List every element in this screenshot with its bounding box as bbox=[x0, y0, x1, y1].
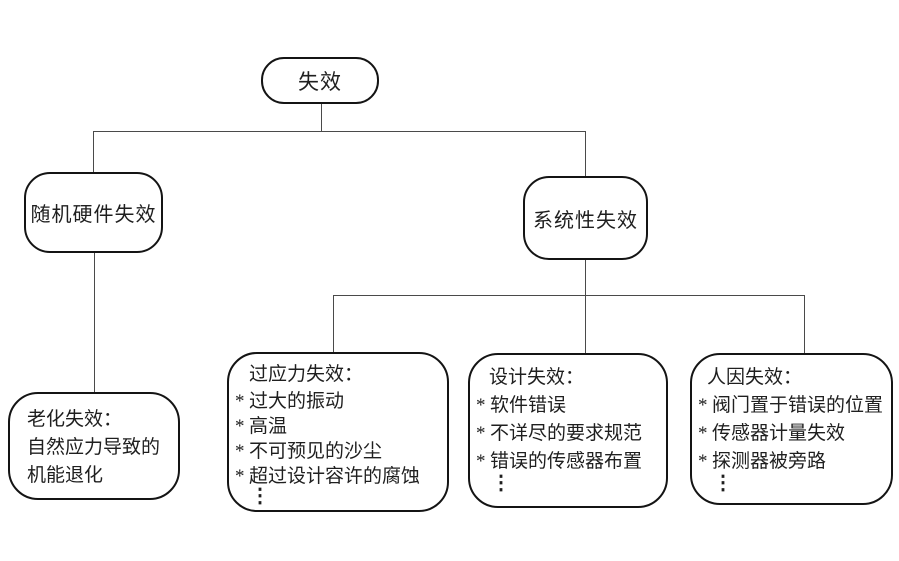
node-random-hardware-failure: 随机硬件失效 bbox=[24, 172, 163, 253]
list-item: *不详尽的要求规范 bbox=[476, 420, 664, 448]
bullet-asterisk: * bbox=[235, 466, 245, 487]
node-systematic-label: 系统性失效 bbox=[533, 209, 638, 232]
bullet-asterisk: * bbox=[698, 451, 708, 472]
human-title: 人因失效： bbox=[707, 367, 803, 388]
vertical-ellipsis: ⋮ bbox=[491, 472, 511, 494]
design-title: 设计失效： bbox=[489, 367, 585, 388]
list-item: *传感器计量失效 bbox=[698, 420, 889, 448]
node-systematic-failure: 系统性失效 bbox=[523, 176, 648, 260]
list-item: *不可预见的沙尘 bbox=[235, 439, 443, 464]
node-human-factor-failure: 人因失效： *阀门置于错误的位置 *传感器计量失效 *探测器被旁路 ⋮ bbox=[690, 353, 893, 505]
bullet-asterisk: * bbox=[476, 395, 486, 416]
list-item-text: 高温 bbox=[249, 416, 288, 437]
connector-to-human bbox=[804, 295, 805, 353]
list-item-text: 错误的传感器布置 bbox=[490, 451, 643, 472]
list-item-text: 不可预见的沙尘 bbox=[249, 441, 383, 462]
list-item-text: 阀门置于错误的位置 bbox=[712, 395, 884, 416]
bullet-asterisk: * bbox=[698, 395, 708, 416]
bullet-asterisk: * bbox=[235, 391, 245, 412]
aging-line: 自然应力导致的 bbox=[27, 437, 161, 458]
node-failure-label: 失效 bbox=[298, 69, 342, 94]
list-item-text: 软件错误 bbox=[490, 395, 567, 416]
bullet-asterisk: * bbox=[476, 451, 486, 472]
list-item: *错误的传感器布置 bbox=[476, 448, 664, 476]
node-random-hardware-label: 随机硬件失效 bbox=[30, 204, 157, 226]
list-item-text: 超过设计容许的腐蚀 bbox=[249, 466, 421, 487]
connector-root-down bbox=[321, 104, 322, 132]
vertical-ellipsis: ⋮ bbox=[250, 485, 270, 507]
list-item-text: 过大的振动 bbox=[249, 391, 345, 412]
connector-to-random bbox=[93, 131, 94, 173]
node-failure: 失效 bbox=[261, 57, 379, 104]
list-item: *高温 bbox=[235, 414, 443, 439]
list-item: *超过设计容许的腐蚀 bbox=[235, 464, 443, 489]
list-item: *过大的振动 bbox=[235, 389, 443, 414]
list-item-text: 探测器被旁路 bbox=[712, 451, 827, 472]
list-item: *探测器被旁路 bbox=[698, 448, 889, 476]
connector-systematic-down bbox=[585, 260, 586, 353]
node-aging-failure: 老化失效： 自然应力导致的 机能退化 bbox=[8, 392, 180, 500]
node-design-failure: 设计失效： *软件错误 *不详尽的要求规范 *错误的传感器布置 ⋮ bbox=[468, 353, 668, 508]
bullet-asterisk: * bbox=[235, 441, 245, 462]
bullet-asterisk: * bbox=[698, 423, 708, 444]
aging-title: 老化失效： bbox=[27, 409, 123, 430]
aging-line: 机能退化 bbox=[27, 465, 104, 486]
connector-random-to-aging bbox=[94, 253, 95, 392]
bullet-asterisk: * bbox=[235, 416, 245, 437]
list-item: *软件错误 bbox=[476, 392, 664, 420]
connector-mid-horizontal bbox=[333, 295, 805, 296]
overstress-title: 过应力失效： bbox=[249, 364, 364, 385]
connector-to-overstress bbox=[333, 295, 334, 353]
list-item-text: 不详尽的要求规范 bbox=[490, 423, 643, 444]
list-item-text: 传感器计量失效 bbox=[712, 423, 846, 444]
vertical-ellipsis: ⋮ bbox=[713, 472, 733, 494]
list-item: *阀门置于错误的位置 bbox=[698, 392, 889, 420]
node-overstress-failure: 过应力失效： *过大的振动 *高温 *不可预见的沙尘 *超过设计容许的腐蚀 ⋮ bbox=[227, 352, 449, 512]
bullet-asterisk: * bbox=[476, 423, 486, 444]
connector-to-systematic bbox=[585, 131, 586, 177]
connector-top-horizontal bbox=[93, 131, 586, 132]
